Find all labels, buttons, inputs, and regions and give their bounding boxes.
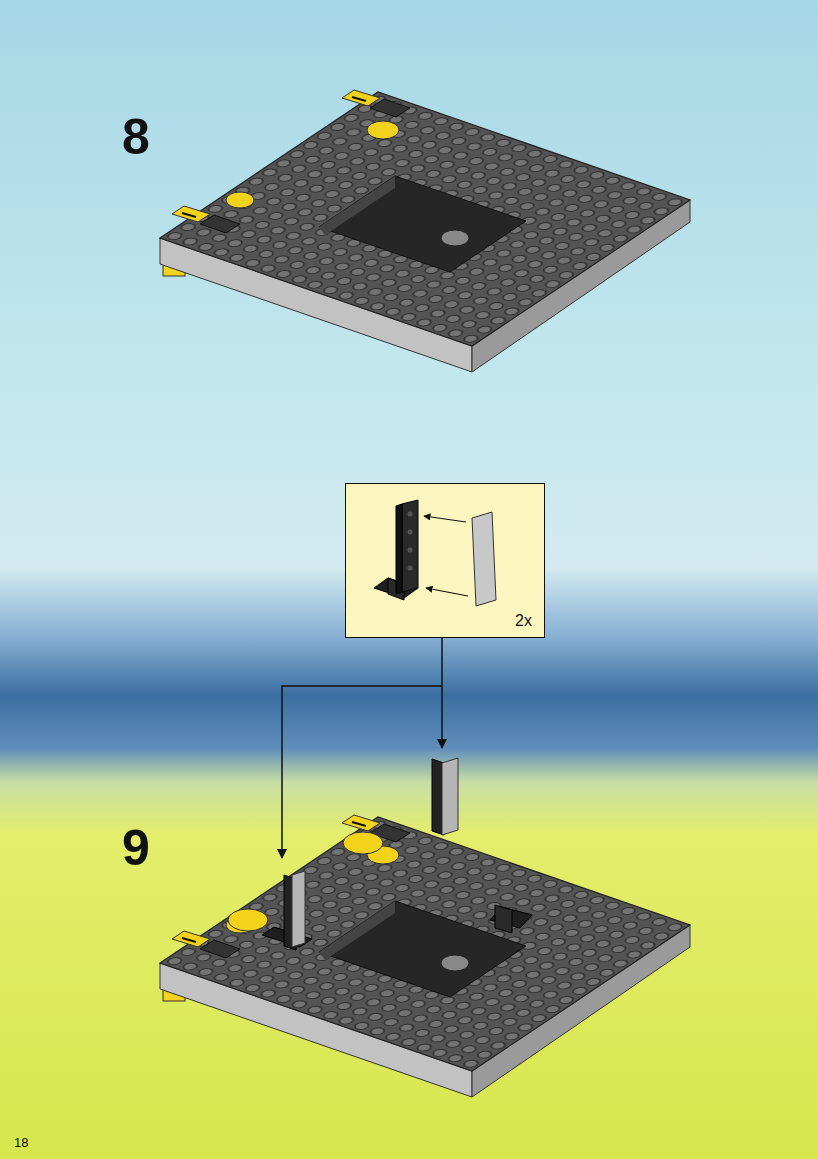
callout-box: 2x [345,483,545,638]
leader-arrow [282,638,442,858]
quantity-label: 2x [515,613,532,629]
page-number: 18 [14,1136,28,1149]
step-number: 8 [122,112,150,162]
step-number: 9 [122,823,150,873]
step-9-model [160,758,690,1097]
step-8-model [160,90,690,372]
